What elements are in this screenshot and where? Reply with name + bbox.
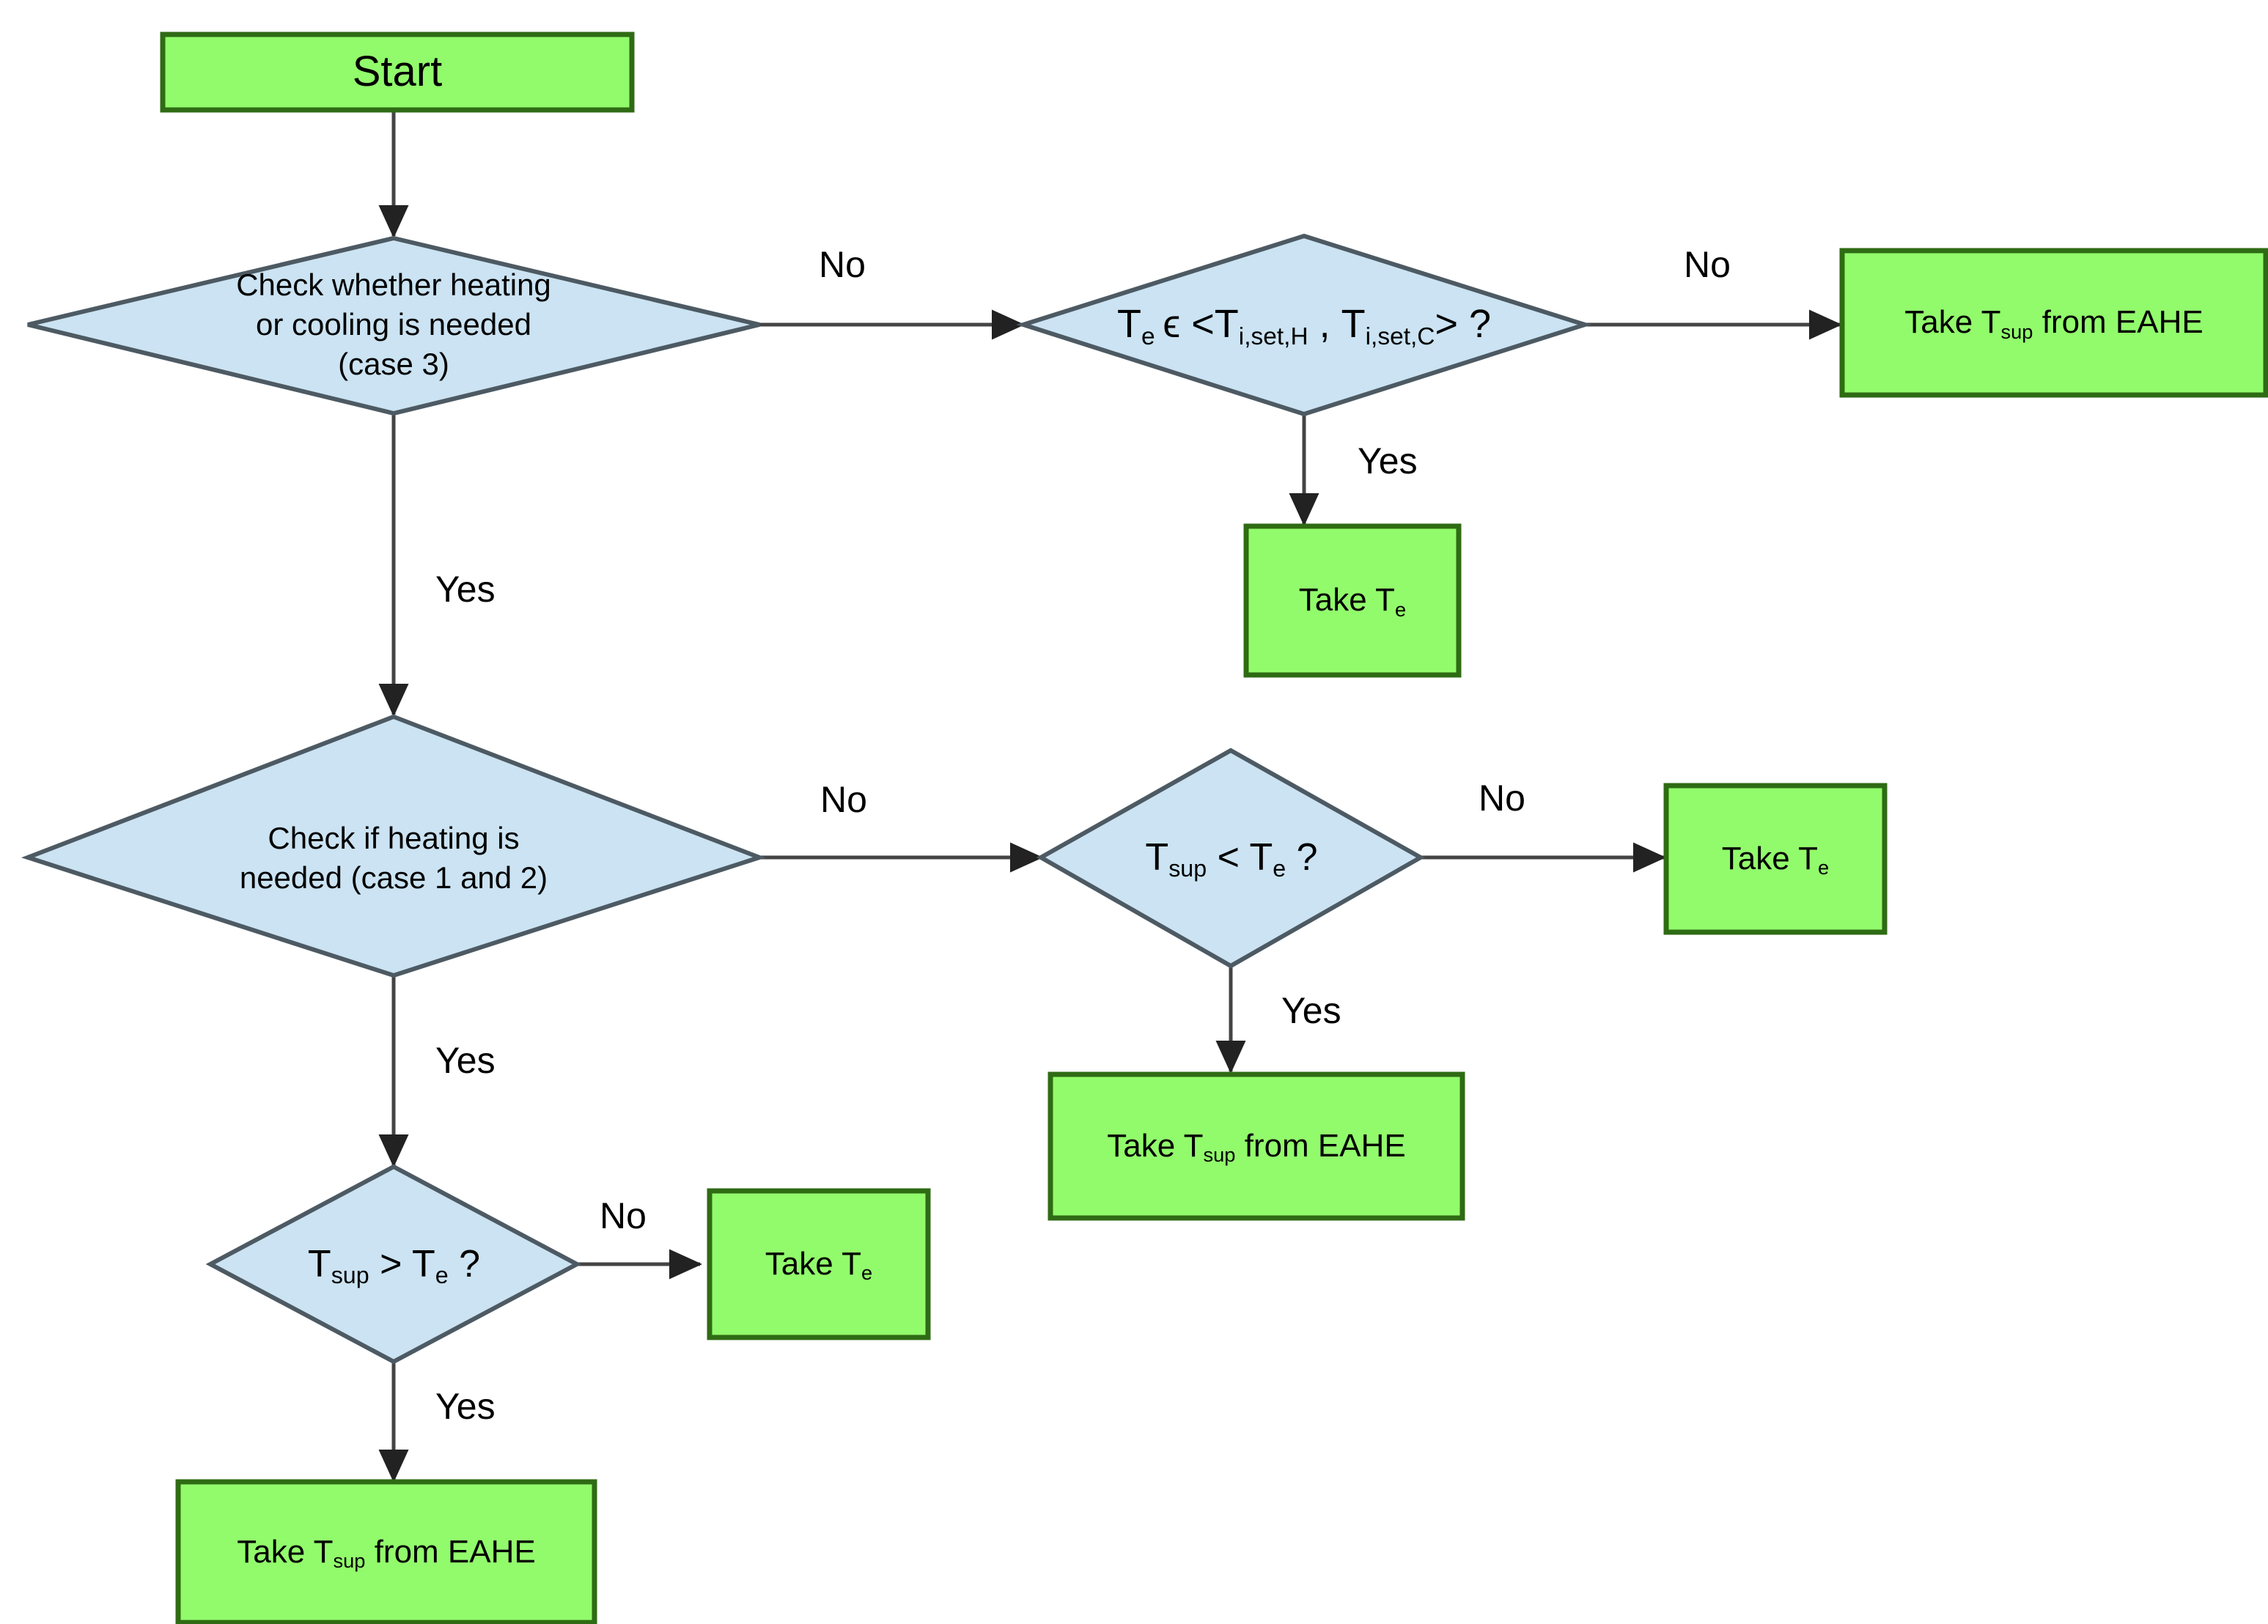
node-check-case12[interactable] — [183, 755, 604, 960]
node-tsup-lt-te-shape[interactable] — [1036, 748, 1426, 969]
node-take-tsup-eahe-mid[interactable] — [1050, 1074, 1462, 1218]
node-take-te-bottom[interactable] — [710, 1191, 928, 1337]
node-tsup-lt-te[interactable] — [1100, 784, 1362, 931]
node-take-te-mid[interactable] — [1666, 786, 1885, 932]
node-te-in-range-shape[interactable] — [1016, 233, 1592, 417]
node-take-te-bottom-shape[interactable] — [707, 1188, 931, 1340]
node-tsup-gt-te[interactable] — [257, 1202, 531, 1326]
node-take-te-top[interactable] — [1246, 526, 1459, 675]
node-take-tsup-eahe-bottom[interactable] — [178, 1482, 594, 1623]
node-start[interactable] — [163, 34, 632, 110]
node-check-case3[interactable] — [183, 260, 604, 389]
node-take-te-top-shape[interactable] — [1243, 523, 1462, 678]
node-take-tsup-eahe-top-shape[interactable] — [1839, 248, 2268, 398]
node-tsup-gt-te-shape[interactable] — [205, 1164, 582, 1365]
node-take-tsup-eahe-top[interactable] — [1842, 251, 2266, 395]
node-take-tsup-eahe-mid-shape[interactable] — [1048, 1071, 1465, 1221]
node-te-in-range[interactable] — [1100, 264, 1509, 385]
node-start-shape[interactable] — [160, 32, 635, 113]
node-take-tsup-eahe-bottom-shape[interactable] — [175, 1479, 597, 1624]
node-check-case3-shape[interactable] — [27, 235, 760, 416]
node-take-te-mid-shape[interactable] — [1663, 783, 1888, 935]
node-check-case12-shape[interactable] — [21, 714, 766, 978]
